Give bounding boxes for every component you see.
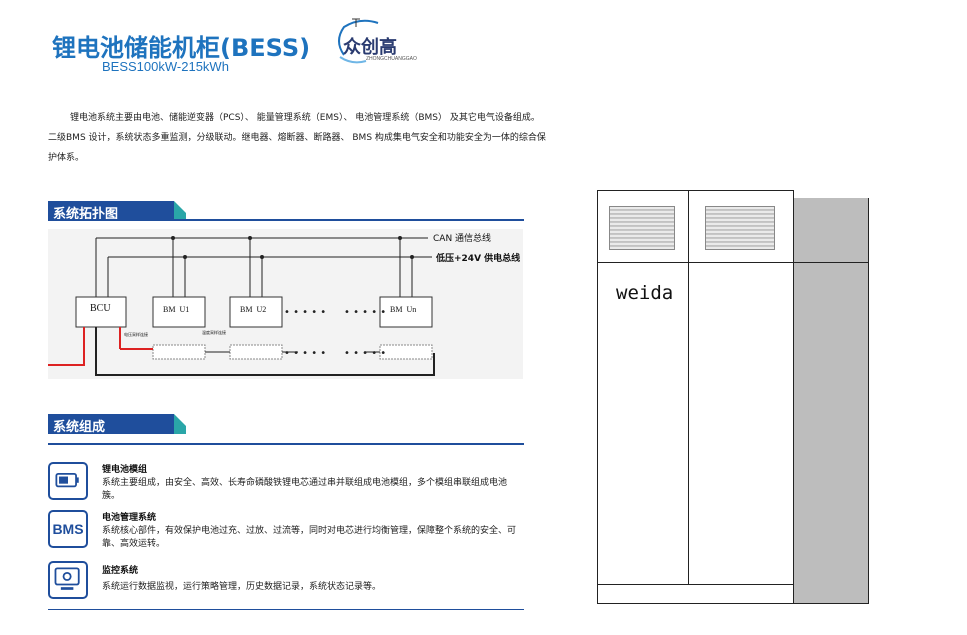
battery-icon <box>48 462 88 500</box>
intro-line-3: 护体系。 <box>48 153 85 163</box>
vent-image <box>609 206 675 250</box>
can-bus-label: CAN 通信总线 <box>433 234 492 244</box>
intro-line-2: 二级BMS 设计，系统状态多重监测，分级联动。继电器、熔断器、断路器、 BMS … <box>48 133 546 143</box>
table-gray-column <box>793 198 869 604</box>
logo-subtext: ZHONGCHUANGGAO <box>366 56 417 62</box>
component-description: 系统运行数据监视，运行策略管理，历史数据记录，系统状态记录等。 <box>102 582 382 592</box>
page-subtitle: BESS100kW-215kWh <box>102 59 229 74</box>
bottom-divider <box>48 609 524 610</box>
temperature-sampling-label: 温度采样连接 <box>202 330 226 335</box>
bcu-label: BCU <box>90 303 111 314</box>
monitor-icon <box>48 561 88 599</box>
vent-image <box>705 206 775 250</box>
power-bus-label: 低压+24V 供电总线 <box>436 254 521 264</box>
company-logo <box>338 18 379 64</box>
svg-text:• • • • •: • • • • • <box>284 307 326 318</box>
section-divider <box>48 219 524 221</box>
bmu1-label: BM U1 <box>163 305 190 314</box>
bms-icon-text: BMS <box>52 521 84 537</box>
topology-diagram: • • • • • • • • • • • • • • • • • • • • <box>48 229 523 379</box>
right-table: weida <box>597 190 869 604</box>
svg-text:• • • • •: • • • • • <box>344 307 386 318</box>
bmun-label: BM Un <box>390 305 417 314</box>
component-title: 监控系统 <box>102 566 139 576</box>
svg-text:• • • • •: • • • • • <box>344 348 386 359</box>
component-description: 系统核心部件，有效保护电池过充、过放、过流等，同时对电芯进行均衡管理，保障整个系… <box>102 526 517 549</box>
bms-icon: BMS <box>48 510 88 548</box>
intro-paragraph: 锂电池系统主要由电池、储能逆变器（PCS）、 能量管理系统（EMS）、 电池管理… <box>48 108 638 168</box>
voltage-sampling-label: 电压采样连接 <box>124 332 148 337</box>
section-divider <box>48 443 524 445</box>
svg-text:• • • • •: • • • • • <box>284 348 326 359</box>
section-title-topology: 系统拓扑图 <box>53 207 119 222</box>
component-description: 系统主要组成，由安全、高效、长寿命磷酸铁锂电芯通过串并联组成电池模组，多个模组串… <box>102 478 508 501</box>
logo-text: 众创高 <box>343 37 397 58</box>
component-title: 电池管理系统 <box>102 513 157 523</box>
section-header-topology: 系统拓扑图 <box>48 201 188 222</box>
page-title: 锂电池储能机柜(BESS) <box>52 34 311 62</box>
component-title: 锂电池模组 <box>102 465 148 475</box>
bmu2-label: BM U2 <box>240 305 267 314</box>
section-title-composition: 系统组成 <box>53 420 106 435</box>
table-cell-text: weida <box>616 282 674 304</box>
intro-line-1: 锂电池系统主要由电池、储能逆变器（PCS）、 能量管理系统（EMS）、 电池管理… <box>70 113 540 123</box>
section-header-composition: 系统组成 <box>48 414 188 435</box>
